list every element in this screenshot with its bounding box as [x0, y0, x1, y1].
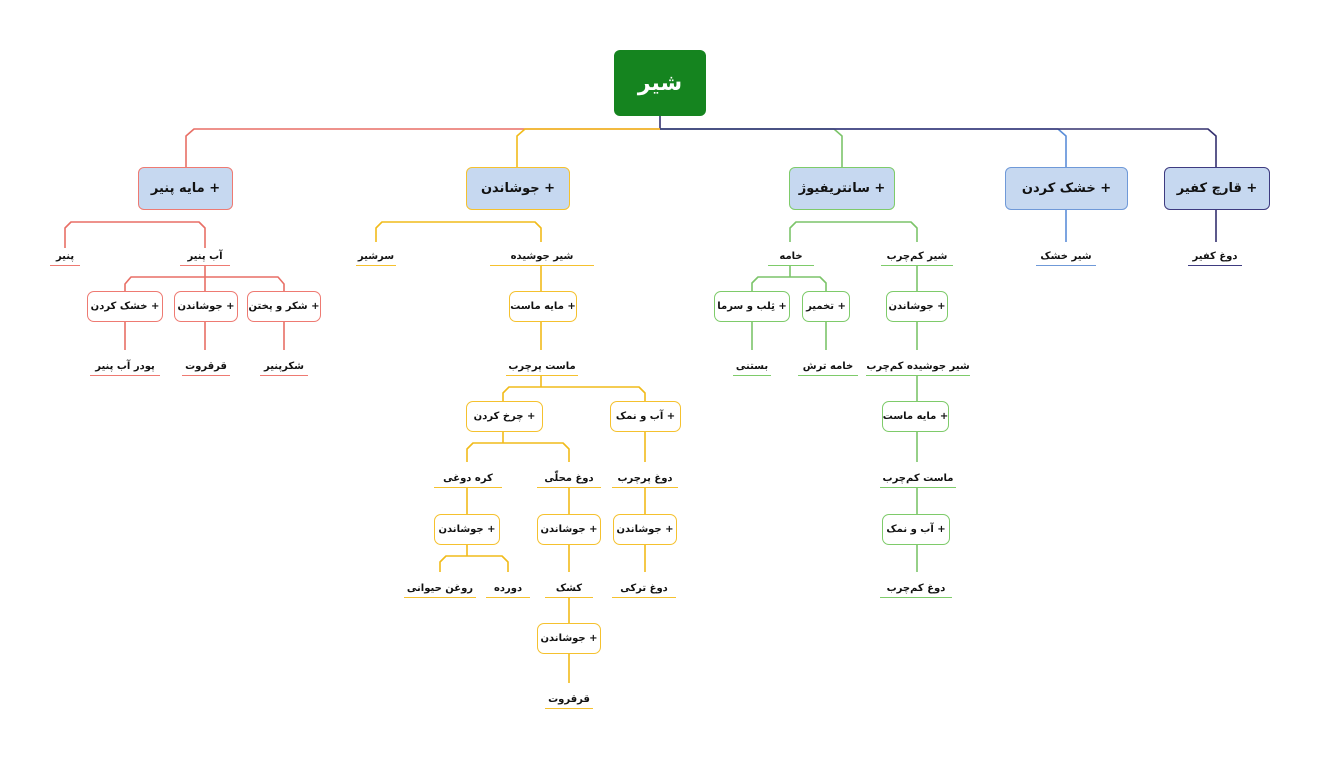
ff-doogh-boil-step[interactable]: + جوشاندن — [613, 514, 677, 545]
yogurt-split-line — [502, 386, 646, 401]
skim-boiled-node[interactable]: شیر جوشیده کم‌چرب — [866, 350, 970, 376]
rennet-split-line — [64, 221, 206, 248]
churn-split-line — [466, 442, 570, 462]
dry-milk-node[interactable]: شیر خشک — [1036, 242, 1096, 266]
whey-dry-step[interactable]: + خشک کردن — [87, 291, 163, 322]
local-boil-step[interactable]: + جوشاندن — [537, 514, 601, 545]
dorde-node[interactable]: دورده — [486, 572, 530, 598]
butter-boil-step[interactable]: + جوشاندن — [434, 514, 500, 545]
local-doogh-node[interactable]: دوغ محلّی — [537, 462, 601, 488]
cream-ferment-step[interactable]: + تخمیر — [802, 291, 850, 322]
water-salt-step[interactable]: + آب و نمک — [610, 401, 681, 432]
kashk-boil-step[interactable]: + جوشاندن — [537, 623, 601, 654]
kefir-doogh-node[interactable]: دوغ کفیر — [1188, 242, 1242, 266]
root-to-boiling-line — [516, 128, 660, 167]
sour-cream-node[interactable]: خامه ترش — [798, 350, 858, 376]
root-to-kefir-line — [660, 128, 1217, 167]
whey-node[interactable]: آب پنیر — [180, 242, 230, 266]
root-to-centrifuge-line — [660, 128, 843, 167]
shekarpanir-node[interactable]: شکرپنیر — [260, 350, 308, 376]
cream-stir-step[interactable]: + ثِلب و سرما — [714, 291, 790, 322]
yogurt-starter-step[interactable]: + مایه ماست — [509, 291, 577, 322]
root-node[interactable]: شیر — [614, 50, 706, 116]
bastani-node[interactable]: بستنی — [733, 350, 771, 376]
animal-fat-node[interactable]: روغن حیوانی — [404, 572, 476, 598]
kashk-node[interactable]: کشک — [545, 572, 593, 598]
cream-split-line — [751, 276, 827, 291]
skim-boil-step[interactable]: + جوشاندن — [886, 291, 948, 322]
skim-water-salt-step[interactable]: + آب و نمک — [882, 514, 950, 545]
whey-powder-node[interactable]: پودر آب پنیر — [90, 350, 160, 376]
centrifuge-split-line — [789, 221, 918, 242]
qaraqurut-2-node[interactable]: قرقروت — [545, 683, 593, 709]
cat-boiling-category[interactable]: + جوشاندن — [466, 167, 570, 210]
doogh-butter-node[interactable]: کره دوغی — [434, 462, 502, 488]
qaraqurut-1-node[interactable]: قرقروت — [182, 350, 230, 376]
cheese-node[interactable]: پنیر — [50, 248, 80, 266]
whey-boil-step[interactable]: + جوشاندن — [174, 291, 238, 322]
turkish-doogh-node[interactable]: دوغ ترکی — [612, 572, 676, 598]
boiled-milk-node[interactable]: شیر جوشیده — [490, 242, 594, 266]
low-fat-doogh-node[interactable]: دوغ کم‌چرب — [880, 572, 952, 598]
churn-step[interactable]: + چرخ کردن — [466, 401, 543, 432]
cat-drying-category[interactable]: + خشک کردن — [1005, 167, 1128, 210]
skim-milk-node[interactable]: شیر کم‌چرب — [881, 242, 953, 266]
full-fat-yogurt-node[interactable]: ماست پرچرب — [506, 350, 578, 376]
low-fat-yogurt-node[interactable]: ماست کم‌چرب — [880, 462, 956, 488]
butter-boil-split-line — [439, 555, 509, 572]
cat-kefir-category[interactable]: + قارچ کفیر — [1164, 167, 1270, 210]
cat-rennet-category[interactable]: + مایه پنیر — [138, 167, 233, 210]
root-to-rennet-line — [185, 128, 660, 167]
skim-starter-step[interactable]: + مایه ماست — [882, 401, 949, 432]
boiling-split-line — [375, 221, 542, 242]
root-to-drying-line — [660, 128, 1067, 167]
whey-sugar-step[interactable]: + شکر و پختن — [247, 291, 321, 322]
cream-node[interactable]: خامه — [768, 242, 814, 266]
full-fat-doogh-node[interactable]: دوغ پرچرب — [612, 462, 678, 488]
sarshir-node[interactable]: سرشیر — [356, 242, 396, 266]
cat-centrifuge-category[interactable]: + سانتریفیوژ — [789, 167, 895, 210]
